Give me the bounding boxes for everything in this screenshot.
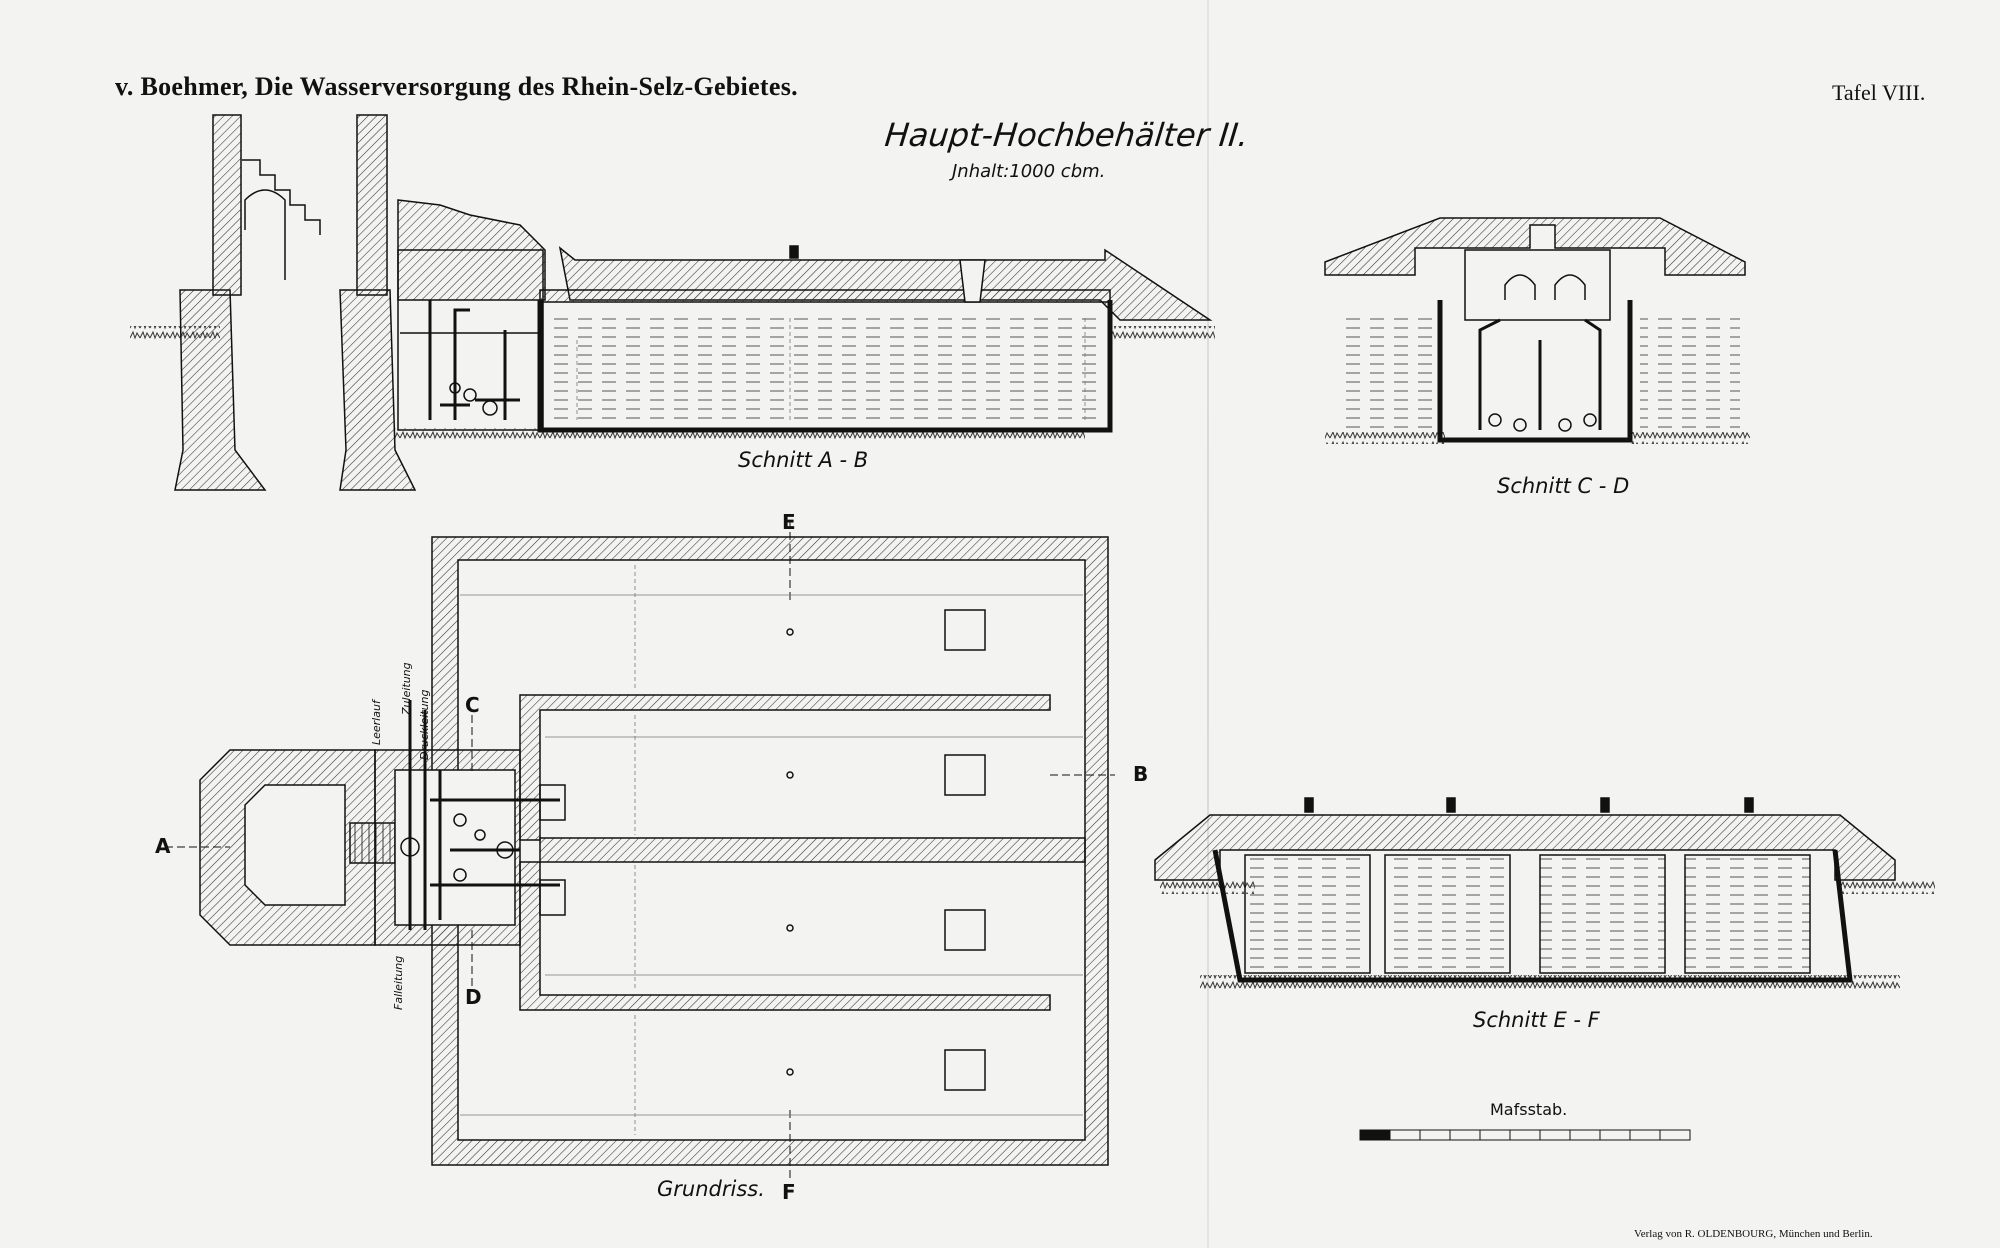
label-leerlauf: Leerlauf [370, 700, 383, 745]
scale-label: Mafsstab. [1490, 1100, 1568, 1119]
marker-f: F [782, 1180, 796, 1204]
tower-stairs [242, 159, 321, 235]
chamber-pipes [428, 300, 520, 420]
ground-plan [199, 536, 1109, 1166]
ef-vent-2 [1446, 797, 1456, 813]
tower-wall-right [356, 114, 388, 296]
cd-grass-right [1630, 432, 1750, 444]
ef-earth [1154, 814, 1896, 881]
section-c-d [1324, 217, 1750, 444]
tank-roof-slab [539, 289, 1111, 303]
marker-a: A [155, 834, 171, 858]
ef-chamber-4 [1684, 854, 1811, 974]
manhole-1 [944, 609, 986, 651]
cd-grass-left [1325, 432, 1445, 444]
cd-pipes [1478, 318, 1602, 430]
plan-divider-2 [539, 837, 1086, 863]
scale-bar [1359, 1129, 1691, 1141]
cd-earth [1324, 217, 1746, 276]
plan-tower-void [244, 784, 346, 906]
marker-d: D [465, 985, 482, 1009]
tank-water [545, 318, 1100, 423]
label-fallleitung: Falleitung [392, 955, 405, 1010]
cd-water-right [1640, 318, 1740, 428]
ground-right [1110, 326, 1215, 340]
capacity-label: Jnhalt:1000 cbm. [952, 161, 1106, 182]
tank-walls [537, 300, 1113, 433]
caption-section-a-b: Schnitt A - B [738, 448, 869, 472]
marker-c: C [465, 693, 480, 717]
cd-arches [1504, 274, 1586, 300]
ef-vent-1 [1304, 797, 1314, 813]
plan-section-lines [165, 520, 1115, 1180]
plan-divider-3 [519, 861, 1051, 1011]
tower-arch [244, 189, 286, 280]
cd-chamber [1437, 300, 1633, 443]
marker-b: B [1133, 762, 1149, 786]
caption-ground-plan: Grundriss. [657, 1177, 765, 1201]
plate-number: Tafel VIII. [1832, 80, 1926, 105]
ef-grass-right [1840, 880, 1935, 894]
plan-dimension-lines [460, 565, 1083, 1135]
label-druckleitung: Druckleitung [418, 689, 431, 760]
publisher-imprint: Verlag von R. OLDENBOURG, München und Be… [1634, 1228, 1873, 1240]
book-title: v. Boehmer, Die Wasserversorgung des Rhe… [115, 72, 798, 101]
label-zuleitung: Zuleitung [400, 662, 413, 715]
ef-grass-left [1160, 880, 1255, 894]
ef-chamber-3 [1539, 854, 1666, 974]
plan-valves-top [539, 784, 566, 821]
cd-upper [1464, 249, 1611, 321]
marker-e: E [782, 510, 796, 534]
section-a-b [130, 114, 1215, 491]
plan-valves-bottom [539, 879, 566, 916]
plan-chamber-inner [394, 769, 516, 926]
tower-wall-left [212, 114, 242, 296]
pier-left [174, 289, 267, 491]
section-e-f [1154, 797, 1935, 989]
page-fold [1207, 0, 1209, 1248]
pier-right [339, 289, 417, 491]
section-a-b-dims [576, 318, 1086, 420]
ef-chamber-1 [1244, 854, 1371, 974]
manhole [959, 259, 986, 303]
ef-vent-4 [1744, 797, 1754, 813]
cd-water-left [1345, 318, 1435, 428]
caption-section-c-d: Schnitt C - D [1497, 474, 1630, 498]
vent-main [789, 245, 799, 259]
ef-walls [1212, 849, 1853, 983]
ef-vent-3 [1600, 797, 1610, 813]
manhole-2 [944, 754, 986, 796]
plan-pipes [408, 700, 560, 930]
manhole-4 [944, 1049, 986, 1091]
valve-chamber [397, 249, 544, 431]
ef-chamber-2 [1384, 854, 1511, 974]
manhole-3 [944, 909, 986, 951]
caption-section-e-f: Schnitt E - F [1473, 1008, 1600, 1032]
